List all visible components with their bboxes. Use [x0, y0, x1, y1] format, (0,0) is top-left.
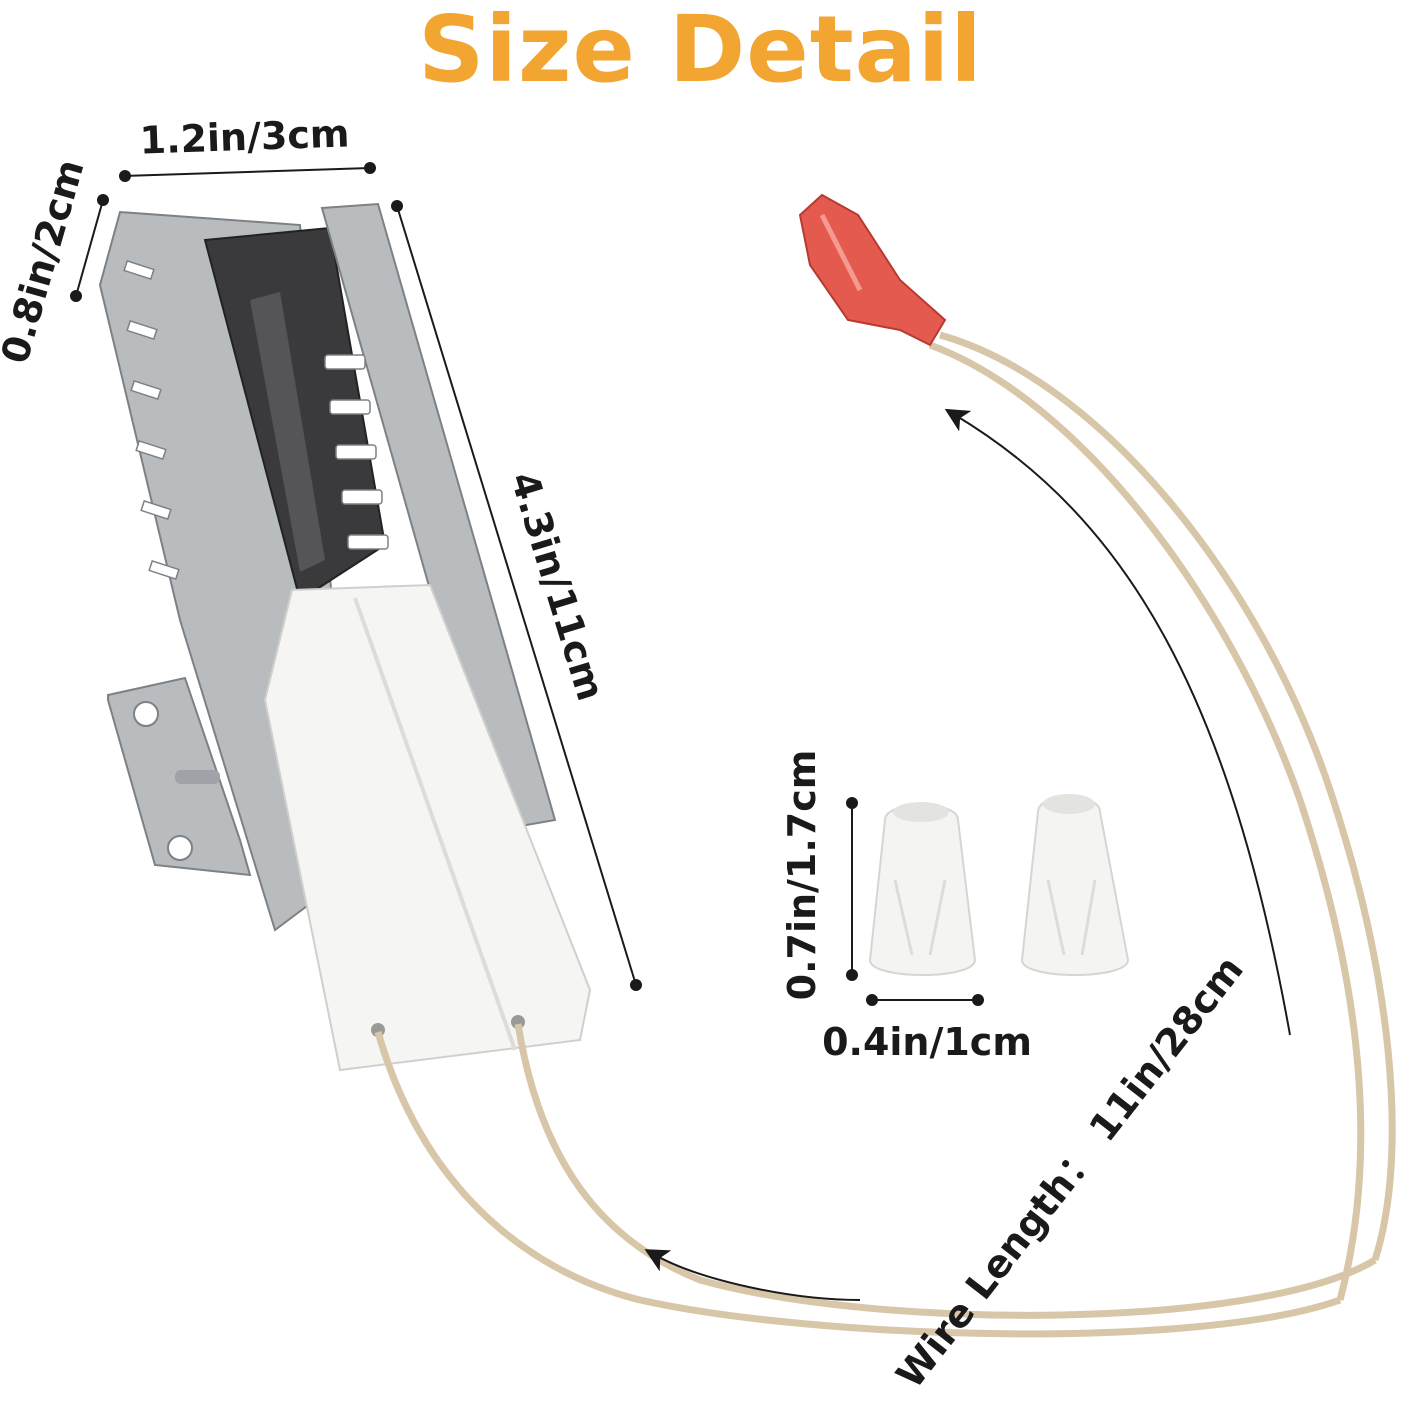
arrow-icon: [644, 1249, 861, 1301]
depth-label: 0.8in/2cm: [0, 154, 93, 368]
width-label: 1.2in/3cm: [139, 111, 350, 162]
wire-lead-illustration: [798, 193, 1396, 1301]
arrow-icon: [944, 408, 1291, 1036]
nut-width-label: 0.4in/1cm: [822, 1020, 1032, 1064]
length-label: 4.3in/11cm: [502, 467, 613, 706]
page-title: Size Detail: [418, 0, 983, 103]
igniter-illustration: [98, 202, 1377, 1338]
wire-nut-illustration: [868, 794, 1130, 976]
nut-height-label: 0.7in/1.7cm: [780, 750, 824, 1001]
